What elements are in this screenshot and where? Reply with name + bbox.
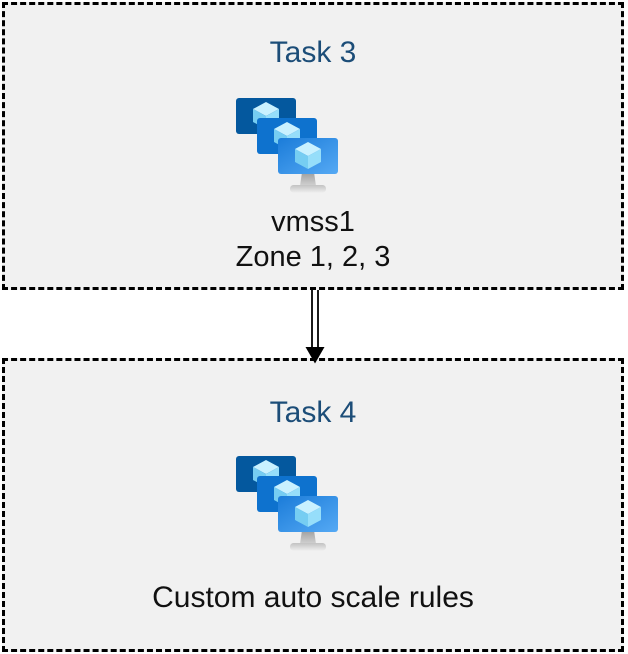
task3-title: Task 3 — [269, 36, 357, 69]
task-box-4: Task 4 — [2, 358, 624, 652]
flow-arrow-down — [305, 290, 325, 364]
zones-label: Zone 1, 2, 3 — [235, 241, 391, 273]
vm-scale-sets-icon — [236, 98, 338, 198]
vmss-name-label: vmss1 — [271, 206, 355, 238]
task4-title: Task 4 — [269, 396, 357, 429]
cube-front — [295, 142, 321, 169]
task4-labels: Custom auto scale rules — [152, 580, 474, 615]
vm-scale-sets-icon — [236, 456, 338, 556]
task-box-3: Task 3 — [2, 2, 624, 290]
task3-labels: vmss1 Zone 1, 2, 3 — [236, 205, 391, 275]
autoscale-rules-label: Custom auto scale rules — [152, 581, 474, 614]
cube-front — [295, 500, 321, 527]
